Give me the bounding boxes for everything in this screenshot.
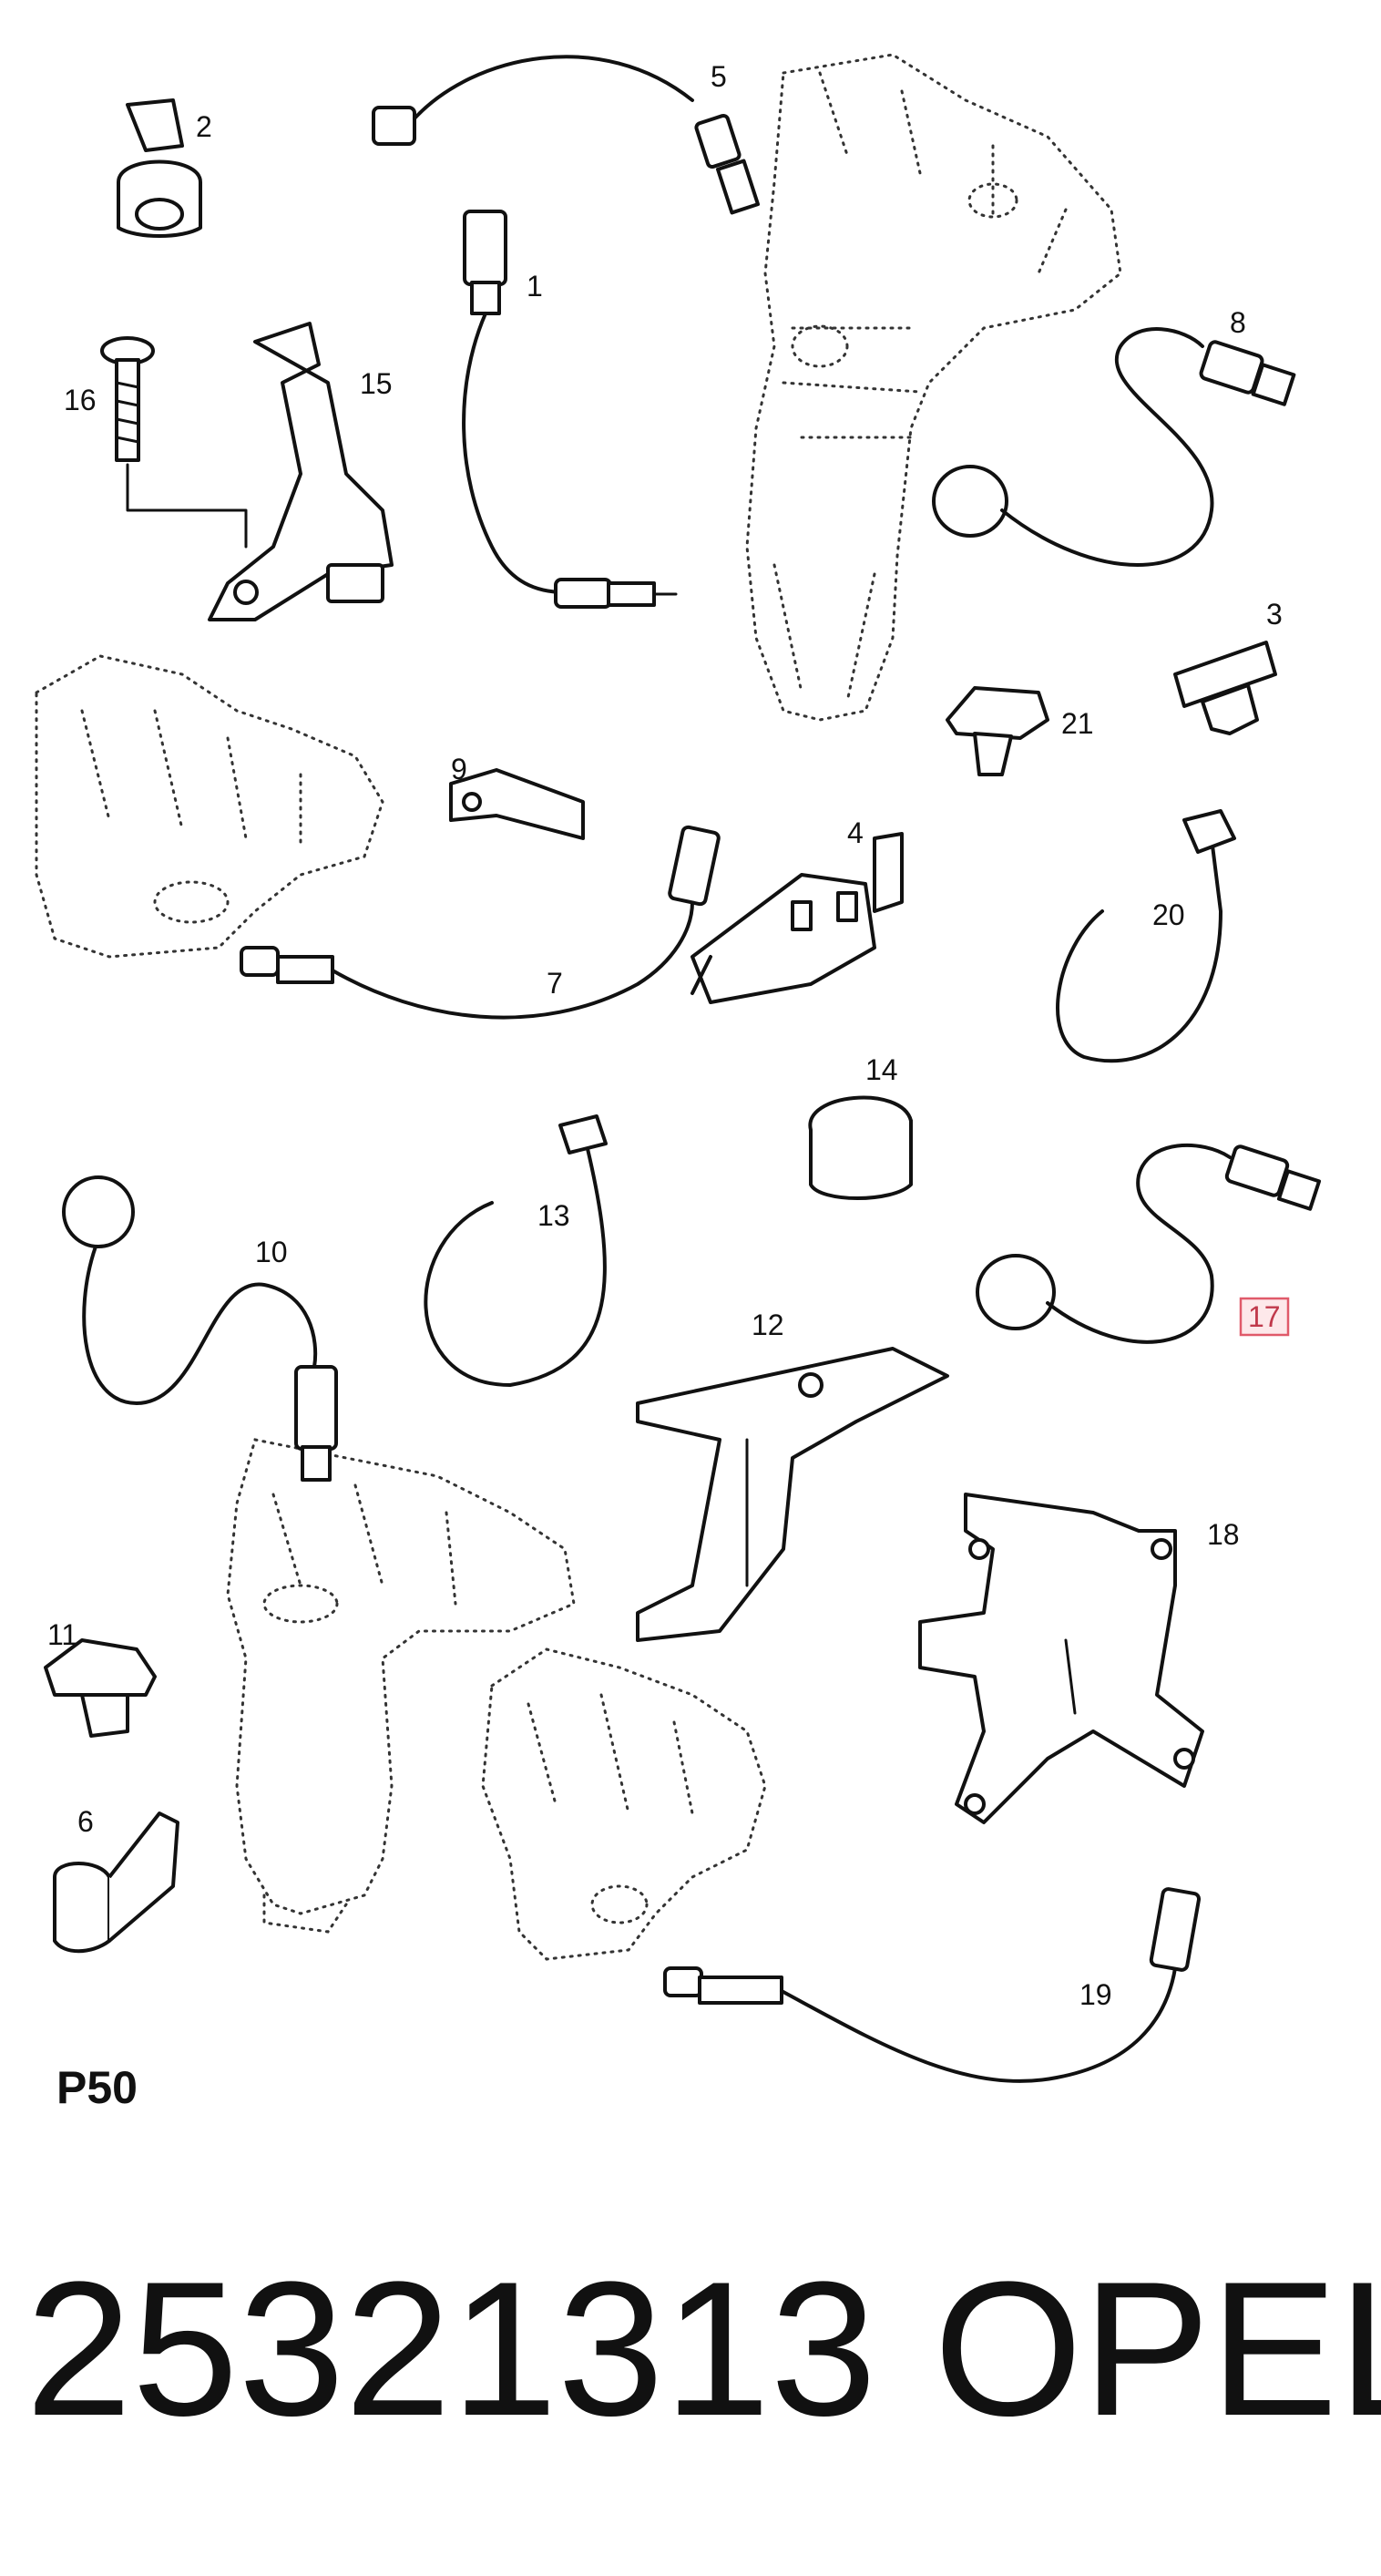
callout-4: 4 [847,816,864,849]
callout-14: 14 [865,1053,898,1086]
callout-6: 6 [77,1805,94,1838]
part-8-oxygen-sensor[interactable] [932,327,1296,567]
ghost-converter-mid [226,1438,576,1934]
part-1-oxygen-sensor[interactable] [462,210,678,609]
ghost-manifold-converter-top [745,53,1122,722]
ghost-manifold-left [35,654,384,959]
part-10-oxygen-sensor[interactable] [62,1175,338,1482]
part-20-cable-tie[interactable] [1056,809,1236,1063]
callout-11: 11 [47,1618,77,1651]
callout-19: 19 [1079,1978,1112,2011]
part-7-oxygen-sensor[interactable] [240,825,721,1020]
part-9-bracket[interactable] [449,768,585,840]
callout-1: 1 [527,270,543,303]
callout-9: 9 [451,753,467,785]
part-17-oxygen-sensor[interactable] [976,1143,1322,1344]
callout-18: 18 [1207,1518,1240,1551]
part-14-clamp[interactable] [808,1095,913,1200]
callout-3: 3 [1266,598,1283,631]
callout-16: 16 [64,384,97,416]
callout-17-highlight-box [1239,1297,1290,1337]
part-21-clip[interactable] [946,686,1049,776]
callout-20: 20 [1152,898,1185,931]
part-12-bracket[interactable] [636,1347,949,1642]
callout-8: 8 [1230,306,1246,339]
part-3-clip[interactable] [1173,641,1277,735]
part-19-oxygen-sensor[interactable] [663,1887,1202,2083]
ghost-manifold-bottom [481,1647,767,1961]
part-18-mounting-bracket[interactable] [918,1493,1204,1824]
callout-13: 13 [537,1199,570,1232]
part-4-bracket[interactable] [690,832,904,1004]
part-11-clip[interactable] [44,1638,157,1738]
part-2-clamp[interactable] [117,98,202,238]
part-13-cable-tie[interactable] [424,1114,608,1387]
callout-17[interactable]: 17 [1248,1300,1281,1333]
callout-21: 21 [1061,707,1094,740]
part-16-bolt[interactable] [100,336,248,549]
part-5-oxygen-sensor[interactable] [372,55,760,215]
callout-2: 2 [196,110,212,143]
part-number: 25321313 [26,2242,876,2456]
part-15-heat-shield[interactable] [208,322,394,621]
callout-15: 15 [360,367,393,400]
callout-10: 10 [255,1236,288,1268]
brand-name: OPEL [934,2242,1381,2456]
callout-7: 7 [547,967,563,1000]
callout-5: 5 [711,60,727,93]
callout-12: 12 [752,1309,784,1341]
page-code: P50 [56,2062,138,2113]
part-6-bracket[interactable] [53,1811,179,1954]
